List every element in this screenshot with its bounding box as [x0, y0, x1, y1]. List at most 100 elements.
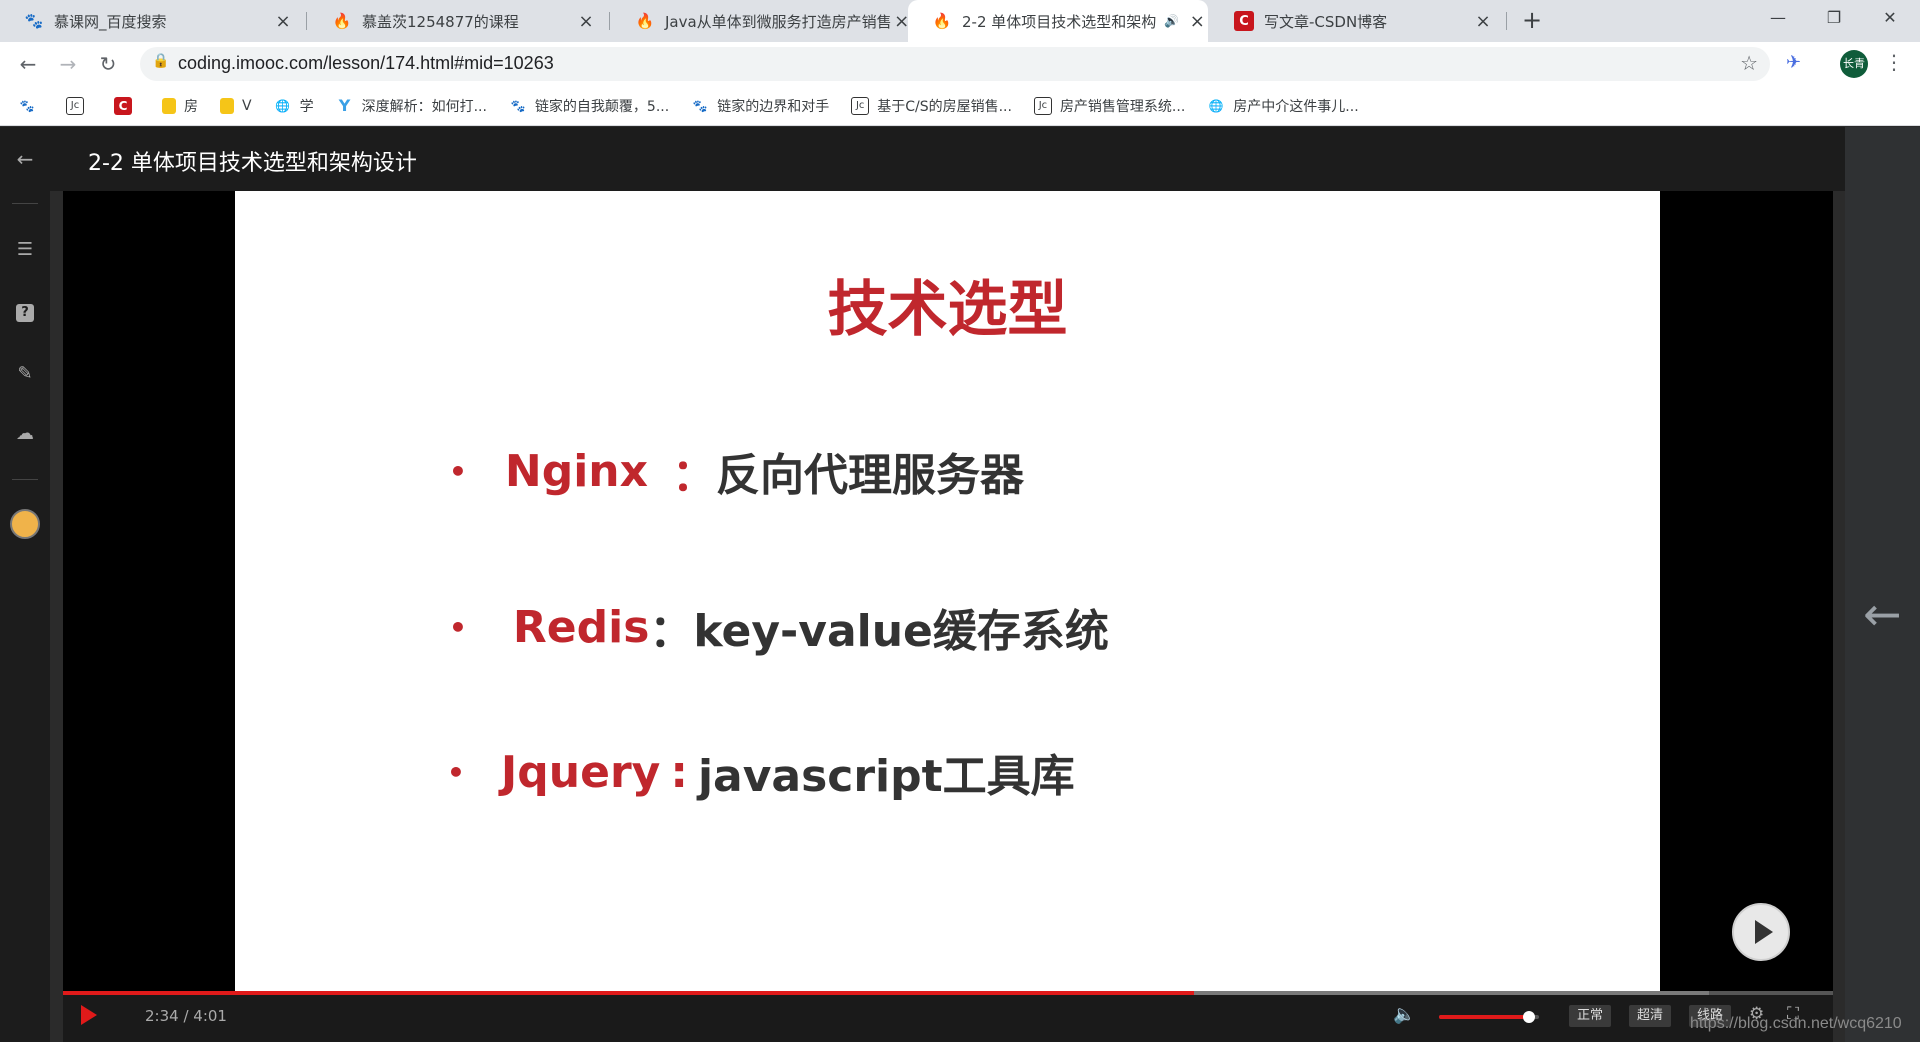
y-icon: Y — [338, 96, 351, 115]
playback-time: 2:34 / 4:01 — [145, 1007, 227, 1025]
bookmark-baidu[interactable]: 🐾 — [18, 97, 44, 115]
bookmark-folder-fang[interactable]: 房 — [162, 96, 198, 116]
tab-current-lesson[interactable]: 🔥 2-2 单体项目技术选型和架构 🔊 × — [908, 0, 1208, 42]
extension-icon[interactable]: ✈ — [1786, 52, 1802, 73]
bullet-description: 反向代理服务器 — [716, 450, 1025, 501]
cloud-download-icon[interactable]: ☁ — [16, 423, 34, 444]
question-icon[interactable]: ? — [0, 301, 50, 322]
close-icon[interactable]: × — [1189, 10, 1205, 32]
tab-title: 慕盖茨1254877的课程 — [362, 12, 519, 31]
speaker-icon[interactable]: 🔊 — [1164, 14, 1180, 28]
tab-title: 慕课网_百度搜索 — [54, 12, 167, 31]
bookmark-deep-analysis[interactable]: Y 深度解析：如何打... — [336, 96, 487, 116]
bookmark-label: 深度解析：如何打... — [361, 98, 487, 115]
bullet-separator: ： — [672, 450, 717, 501]
window-close-button[interactable]: ✕ — [1883, 8, 1897, 27]
globe-icon: 🌐 — [275, 98, 291, 113]
bullet-dot: • — [447, 755, 465, 789]
fullscreen-icon[interactable]: ⛶ — [1787, 1004, 1799, 1024]
bookmark-apps[interactable]: Jc — [66, 96, 92, 115]
back-arrow-icon[interactable]: ← — [16, 147, 34, 171]
user-avatar-icon[interactable] — [0, 509, 50, 544]
close-icon[interactable]: × — [275, 10, 291, 32]
bookmark-agency[interactable]: 🌐 房产中介这件事儿... — [1207, 96, 1359, 116]
restore-button[interactable]: ❐ — [1826, 8, 1842, 27]
volume-knob[interactable] — [1523, 1011, 1535, 1023]
right-panel: ← — [1845, 127, 1920, 1042]
apps-icon: Jc — [1033, 96, 1052, 115]
volume-slider[interactable] — [1439, 1011, 1539, 1023]
volume-level — [1439, 1015, 1529, 1019]
baidu-icon: 🐾 — [24, 12, 44, 30]
sidebar-divider — [12, 479, 38, 480]
lesson-page: ← ☰ ? ✎ ☁ 2-2 单体项目技术选型和架构设计 ← 技术选型 • Ngi… — [0, 127, 1920, 1042]
url-text[interactable]: coding.imooc.com/lesson/174.html#mid=102… — [178, 53, 554, 73]
video-player[interactable]: 技术选型 • Nginx ： 反向代理服务器 • Redis ： key-val… — [63, 191, 1833, 991]
lesson-header: 2-2 单体项目技术选型和架构设计 — [50, 127, 1845, 191]
settings-gear-icon[interactable]: ⚙ — [1749, 1004, 1765, 1024]
play-icon — [1754, 920, 1773, 944]
baidu-icon: 🐾 — [692, 98, 708, 113]
tab-title: Java从单体到微服务打造房产销售 — [665, 12, 892, 31]
bookmark-csdn[interactable]: C — [114, 96, 140, 115]
close-icon[interactable]: × — [894, 10, 910, 32]
chapter-list-icon[interactable]: ☰ — [16, 239, 34, 260]
reload-button[interactable]: ↻ — [99, 52, 117, 76]
bookmark-star-icon[interactable]: ☆ — [1740, 51, 1758, 75]
slide-bullet-jquery: • Jquery : javascript工具库 — [447, 740, 1075, 804]
bookmark-label: 链家的边界和对手 — [717, 98, 830, 115]
volume-icon[interactable]: 🔈 — [1393, 1004, 1416, 1025]
tab-csdn[interactable]: C 写文章-CSDN博客 × — [1210, 0, 1505, 42]
bookmark-label: 基于C/S的房屋销售... — [877, 98, 1012, 115]
bookmark-label: 学 — [299, 98, 314, 115]
tab-imooc-courses[interactable]: 🔥 慕盖茨1254877的课程 × — [308, 0, 608, 42]
progress-track[interactable] — [63, 991, 1833, 995]
bullet-term: Jquery — [500, 746, 661, 798]
tab-java-course[interactable]: 🔥 Java从单体到微服务打造房产销售 × — [611, 0, 910, 42]
bullet-dot: • — [449, 610, 467, 644]
globe-icon: 🌐 — [1208, 98, 1224, 113]
bookmark-label: 房 — [184, 98, 198, 115]
bullet-description: key-value缓存系统 — [693, 606, 1109, 657]
tab-baidu[interactable]: 🐾 慕课网_百度搜索 × — [0, 0, 305, 42]
bullet-term: Redis — [512, 601, 650, 653]
bookmark-xue[interactable]: 🌐学 — [274, 96, 314, 116]
slide-bullet-redis: • Redis ： key-value缓存系统 — [449, 595, 1109, 659]
sidebar-divider — [12, 203, 38, 204]
tab-strip: 🐾 慕课网_百度搜索 × 🔥 慕盖茨1254877的课程 × 🔥 Java从单体… — [0, 0, 1920, 42]
avatar[interactable]: 长青 — [1840, 50, 1868, 78]
minimize-button[interactable]: — — [1770, 8, 1786, 27]
bookmark-lianjia-2[interactable]: 🐾 链家的边界和对手 — [691, 96, 829, 116]
csdn-icon: C — [1234, 11, 1254, 31]
play-icon[interactable] — [81, 1005, 97, 1025]
menu-dots-icon[interactable]: ⋮ — [1884, 50, 1904, 74]
player-controls: 2:34 / 4:01 🔈 正常 超清 线路 ⚙ ⛶ — [63, 991, 1833, 1042]
bookmark-lianjia-1[interactable]: 🐾链家的自我颠覆，5... — [509, 96, 669, 116]
quality-hd-button[interactable]: 超清 — [1629, 1005, 1672, 1027]
imooc-fire-icon: 🔥 — [635, 12, 655, 30]
big-play-button[interactable] — [1732, 903, 1790, 961]
bullet-term: Nginx — [504, 445, 649, 497]
address-bar[interactable]: 🔒 coding.imooc.com/lesson/174.html#mid=1… — [140, 47, 1770, 81]
tab-divider — [1506, 12, 1507, 30]
quality-normal-button[interactable]: 正常 — [1569, 1005, 1612, 1027]
bookmark-cs-house[interactable]: Jc 基于C/S的房屋销售... — [851, 96, 1012, 116]
forward-button[interactable]: → — [59, 52, 77, 76]
expand-panel-arrow-icon[interactable]: ← — [1863, 587, 1902, 641]
note-pencil-icon[interactable]: ✎ — [17, 363, 33, 384]
line-select-button[interactable]: 线路 — [1689, 1005, 1732, 1027]
left-sidebar: ← ☰ ? ✎ ☁ — [0, 127, 50, 1042]
tab-divider — [609, 12, 610, 30]
back-button[interactable]: ← — [19, 52, 37, 76]
close-icon[interactable]: × — [1475, 10, 1491, 32]
apps-icon: Jc — [851, 96, 870, 115]
close-icon[interactable]: × — [578, 10, 594, 32]
bookmark-folder-v[interactable]: V — [220, 97, 252, 114]
lock-icon[interactable]: 🔒 — [152, 53, 170, 69]
new-tab-button[interactable]: + — [1521, 6, 1543, 34]
apps-icon: Jc — [66, 96, 84, 115]
tab-title: 写文章-CSDN博客 — [1264, 12, 1388, 31]
bookmark-label: 房产中介这件事儿... — [1233, 98, 1359, 115]
